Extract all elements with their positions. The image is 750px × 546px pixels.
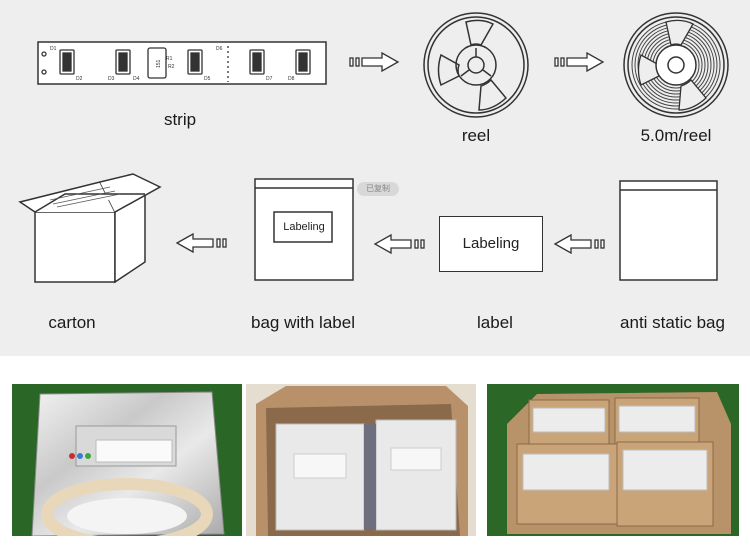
photo-sealed-bag <box>12 384 242 536</box>
arrow-right-icon <box>554 51 605 73</box>
step-label-carton: carton <box>48 313 96 332</box>
strip-mark: D7 <box>266 76 273 82</box>
strip-mark: D3 <box>108 76 115 82</box>
carton-illustration <box>18 173 162 284</box>
arrow-left-icon <box>175 232 227 254</box>
arrow-left-icon <box>373 233 425 255</box>
strip-mark: D8 <box>288 76 295 82</box>
photo-carton-boxes <box>487 384 739 536</box>
step-label-label: label <box>477 313 513 332</box>
strip-mark: D4 <box>133 76 140 82</box>
step-label-bag-with-label: bag with label <box>251 313 355 332</box>
bag-with-label-illustration <box>254 178 354 281</box>
step-label-reel: reel <box>461 126 491 145</box>
label-card-text: Labeling <box>462 235 520 252</box>
strip-mark: 151 <box>156 59 162 68</box>
strip-mark: D2 <box>76 76 83 82</box>
full-reel-illustration <box>623 12 729 118</box>
step-label-anti-static-bag: anti static bag <box>620 313 725 332</box>
step-label-strip: strip <box>163 110 197 129</box>
watermark-badge: 已复制 <box>357 182 399 196</box>
strip-mark: D1 <box>50 46 57 52</box>
bag-label-text: Labeling <box>283 221 325 233</box>
label-card: Labeling <box>439 216 543 272</box>
strip-mark: R1 <box>166 56 173 62</box>
step-label-5m-reel: 5.0m/reel <box>640 126 712 145</box>
anti-static-bag-illustration <box>619 180 718 281</box>
strip-mark: R2 <box>168 64 175 70</box>
photo-carton-bags <box>246 384 476 536</box>
arrow-left-icon <box>553 233 605 255</box>
arrow-right-icon <box>349 51 400 73</box>
strip-mark: D5 <box>204 76 211 82</box>
empty-reel-illustration <box>423 12 529 118</box>
strip-mark: D6 <box>216 46 223 52</box>
led-strip-illustration: R1 R2 151 D1 D2 D3 D4 D5 D6 D7 D8 <box>37 41 327 85</box>
